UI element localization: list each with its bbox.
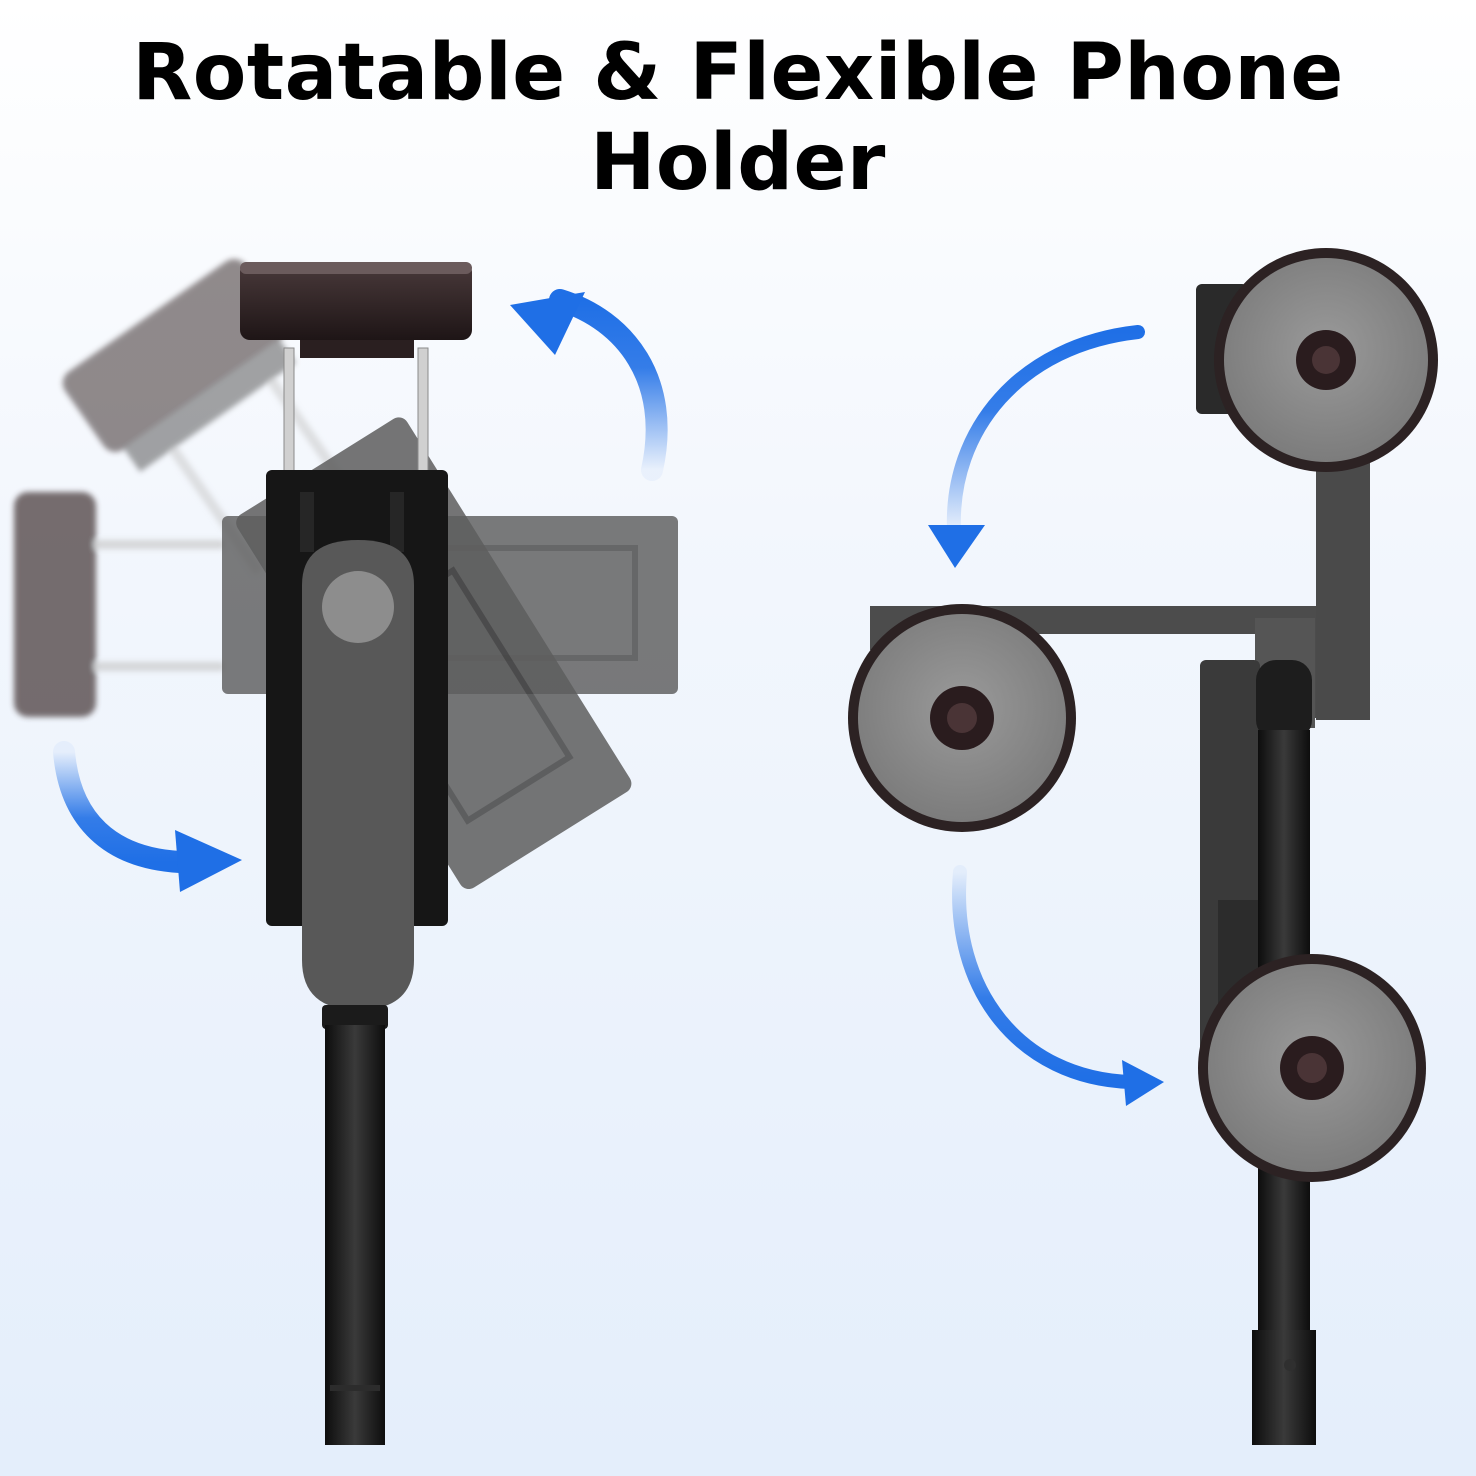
body-slot-left (300, 492, 314, 552)
bottom-disc (1198, 954, 1426, 1182)
rotate-down-arrow-icon (928, 325, 1145, 568)
left-pole (325, 1025, 385, 1445)
right-pole-cap (1256, 660, 1312, 740)
right-holder (848, 248, 1438, 1445)
rotate-forward-arrow-icon (952, 865, 1164, 1106)
body-slot-right (390, 492, 404, 552)
release-lever (302, 540, 414, 1010)
clamp-rod-left (283, 347, 295, 474)
vertical-arm (1316, 460, 1370, 720)
left-disc (848, 604, 1076, 832)
lever-button (322, 571, 394, 643)
clamp-cap (240, 262, 472, 340)
rotate-clockwise-arrow-icon (510, 289, 668, 481)
top-disc (1214, 248, 1438, 472)
headline: Rotatable & Flexible Phone Holder (132, 28, 1344, 208)
rotate-counterclockwise-arrow-icon (53, 741, 242, 892)
left-pole-collar (322, 1005, 388, 1029)
ghost-horizontal-clamp (14, 492, 224, 717)
left-holder (14, 258, 678, 1445)
clamp-neck (300, 336, 414, 358)
clamp-rod-right (417, 347, 429, 474)
